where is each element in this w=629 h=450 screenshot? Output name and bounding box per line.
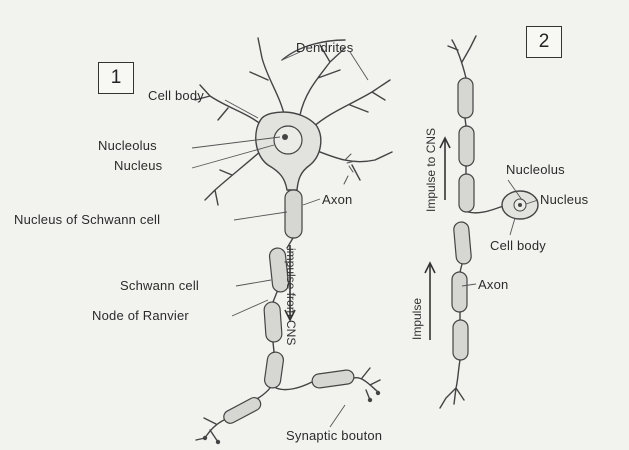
sensory-neuron: [425, 36, 538, 408]
label-node-of-ranvier: Node of Ranvier: [92, 308, 189, 323]
motor-neuron: [192, 38, 392, 444]
panel-number-1: 1: [98, 62, 134, 94]
nucleolus-1: [282, 134, 288, 140]
label-nucleus-of-schwann-cell: Nucleus of Schwann cell: [14, 212, 160, 227]
label-nucleus: Nucleus: [114, 158, 162, 173]
label-dendrites: Dendrites: [296, 40, 353, 55]
nucleolus-2: [518, 203, 522, 207]
label-impulse-from-cns: impulse from CNS: [284, 248, 298, 345]
label-impulse-to-cns: Impulse to CNS: [424, 128, 438, 212]
label-nucleolus: Nucleolus: [98, 138, 157, 153]
label-nucleus-2: Nucleus: [540, 192, 588, 207]
label-axon: Axon: [322, 192, 352, 207]
label-synaptic-bouton: Synaptic bouton: [286, 428, 382, 443]
label-nucleolus-2: Nucleolus: [506, 162, 565, 177]
label-schwann-cell: Schwann cell: [120, 278, 199, 293]
label-cell-body: Cell body: [148, 88, 204, 103]
label-impulse: Impulse: [410, 298, 424, 340]
label-axon-2: Axon: [478, 277, 508, 292]
panel-number-2: 2: [526, 26, 562, 58]
label-cell-body-2: Cell body: [490, 238, 546, 253]
nucleus-1: [274, 126, 302, 154]
